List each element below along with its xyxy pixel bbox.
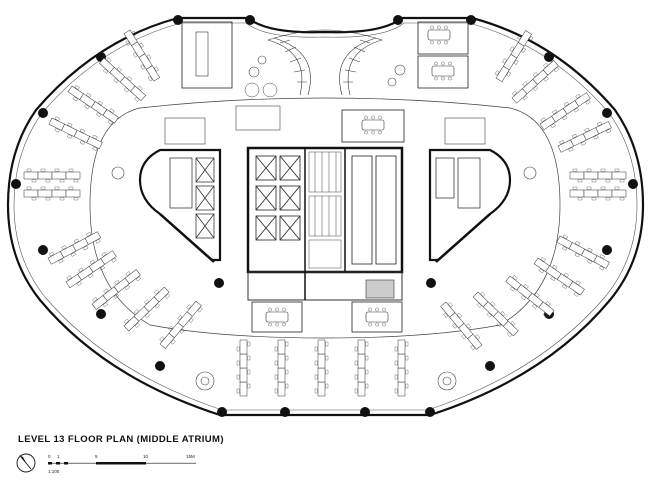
left-core: [138, 117, 222, 263]
scale-tick-1: 1: [57, 454, 60, 459]
meeting-rooms: [181, 21, 469, 333]
building-outline: [6, 16, 645, 417]
scale-ratio: 1:100: [48, 469, 60, 474]
workstations: [24, 28, 626, 396]
structural-columns: [11, 15, 638, 417]
lounge-seating: [111, 55, 537, 391]
scale-tick-0: 0: [48, 454, 51, 459]
circulation-ring: [89, 97, 561, 339]
atrium-stairs: [267, 29, 383, 96]
plan-title: LEVEL 13 FLOOR PLAN (MIDDLE ATRIUM): [18, 434, 224, 445]
scale-tick-10: 10: [143, 454, 149, 459]
scale-tick-5: 5: [95, 454, 98, 459]
north-arrow-icon: [16, 453, 36, 473]
central-core: [246, 146, 404, 301]
scale-bar: 0 1 5 10 15M 1:100: [48, 454, 196, 474]
right-core: [428, 117, 512, 263]
scale-tick-15: 15M: [186, 454, 195, 459]
